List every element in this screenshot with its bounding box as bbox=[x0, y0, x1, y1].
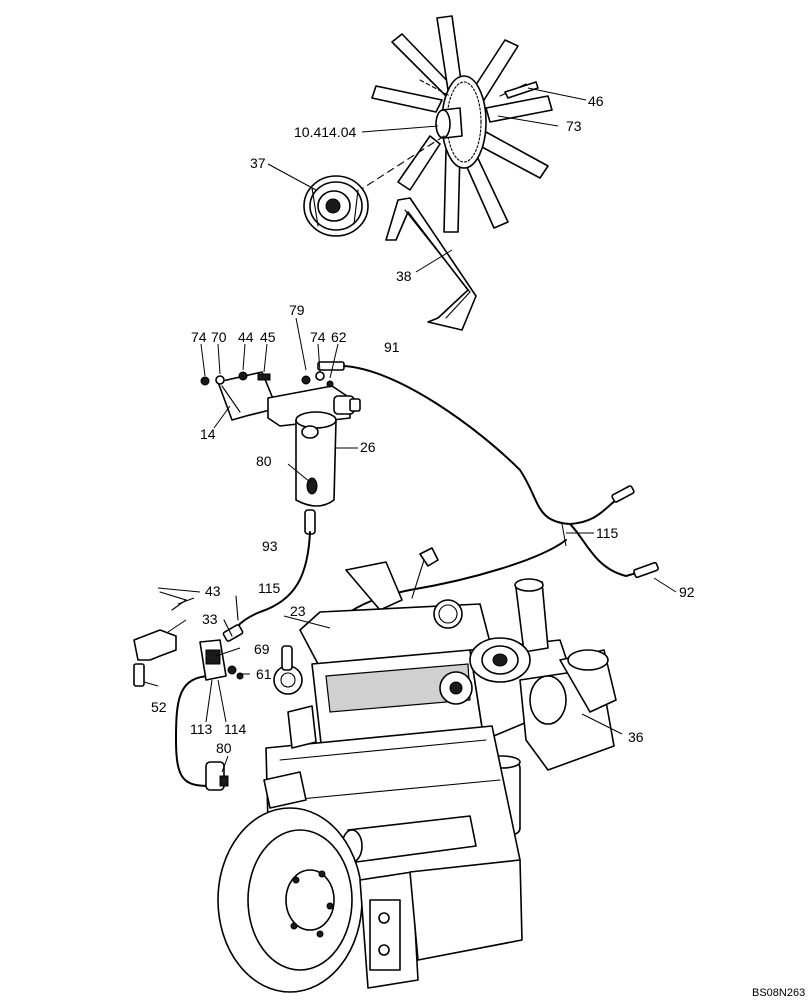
filter-assembly bbox=[200, 361, 361, 535]
leader-lines bbox=[143, 87, 677, 773]
label-92: 92 bbox=[679, 584, 695, 600]
oil-cap bbox=[433, 599, 463, 629]
drawing-reference-code: BS08N263 bbox=[752, 987, 805, 999]
label-14: 14 bbox=[200, 426, 216, 442]
hose-92 bbox=[569, 523, 641, 577]
label-115-b: 115 bbox=[258, 580, 281, 596]
label-62: 62 bbox=[331, 329, 347, 345]
label-36: 36 bbox=[628, 729, 644, 745]
label-26: 26 bbox=[360, 439, 376, 455]
fan-assembly bbox=[359, 15, 553, 233]
label-113: 113 bbox=[190, 721, 213, 737]
label-61: 61 bbox=[256, 666, 272, 682]
label-37: 37 bbox=[250, 155, 266, 171]
pulley bbox=[303, 175, 369, 237]
engine-block bbox=[217, 547, 617, 993]
label-74-b: 74 bbox=[310, 329, 326, 345]
label-69: 69 bbox=[254, 641, 270, 657]
label-93: 93 bbox=[262, 538, 278, 554]
label-38: 38 bbox=[396, 268, 412, 284]
fan-blades bbox=[371, 15, 553, 233]
hose-80 bbox=[175, 675, 213, 787]
label-10-414-04: 10.414.04 bbox=[294, 124, 356, 140]
label-46: 46 bbox=[588, 93, 604, 109]
label-52: 52 bbox=[151, 699, 167, 715]
drive-belt bbox=[385, 197, 477, 331]
hose-91 bbox=[343, 365, 623, 525]
label-114: 114 bbox=[224, 721, 247, 737]
label-79: 79 bbox=[289, 302, 305, 318]
hose-to-engine bbox=[343, 539, 567, 617]
label-115: 115 bbox=[596, 525, 619, 541]
label-73: 73 bbox=[566, 118, 582, 134]
callout-labels: 46 73 10.414.04 37 38 79 74 70 44 45 74 … bbox=[151, 93, 805, 999]
label-45: 45 bbox=[260, 329, 276, 345]
label-23: 23 bbox=[290, 603, 306, 619]
label-44: 44 bbox=[238, 329, 254, 345]
filter-bowl bbox=[295, 419, 337, 507]
label-33: 33 bbox=[202, 611, 218, 627]
fan-bolt bbox=[504, 81, 539, 99]
bracket-assembly bbox=[133, 591, 244, 687]
label-80-b: 80 bbox=[216, 740, 232, 756]
label-74: 74 bbox=[191, 329, 207, 345]
intake-elbow bbox=[515, 581, 549, 653]
label-43: 43 bbox=[205, 583, 221, 599]
label-91: 91 bbox=[384, 339, 400, 355]
label-80: 80 bbox=[256, 453, 272, 469]
label-70: 70 bbox=[211, 329, 227, 345]
